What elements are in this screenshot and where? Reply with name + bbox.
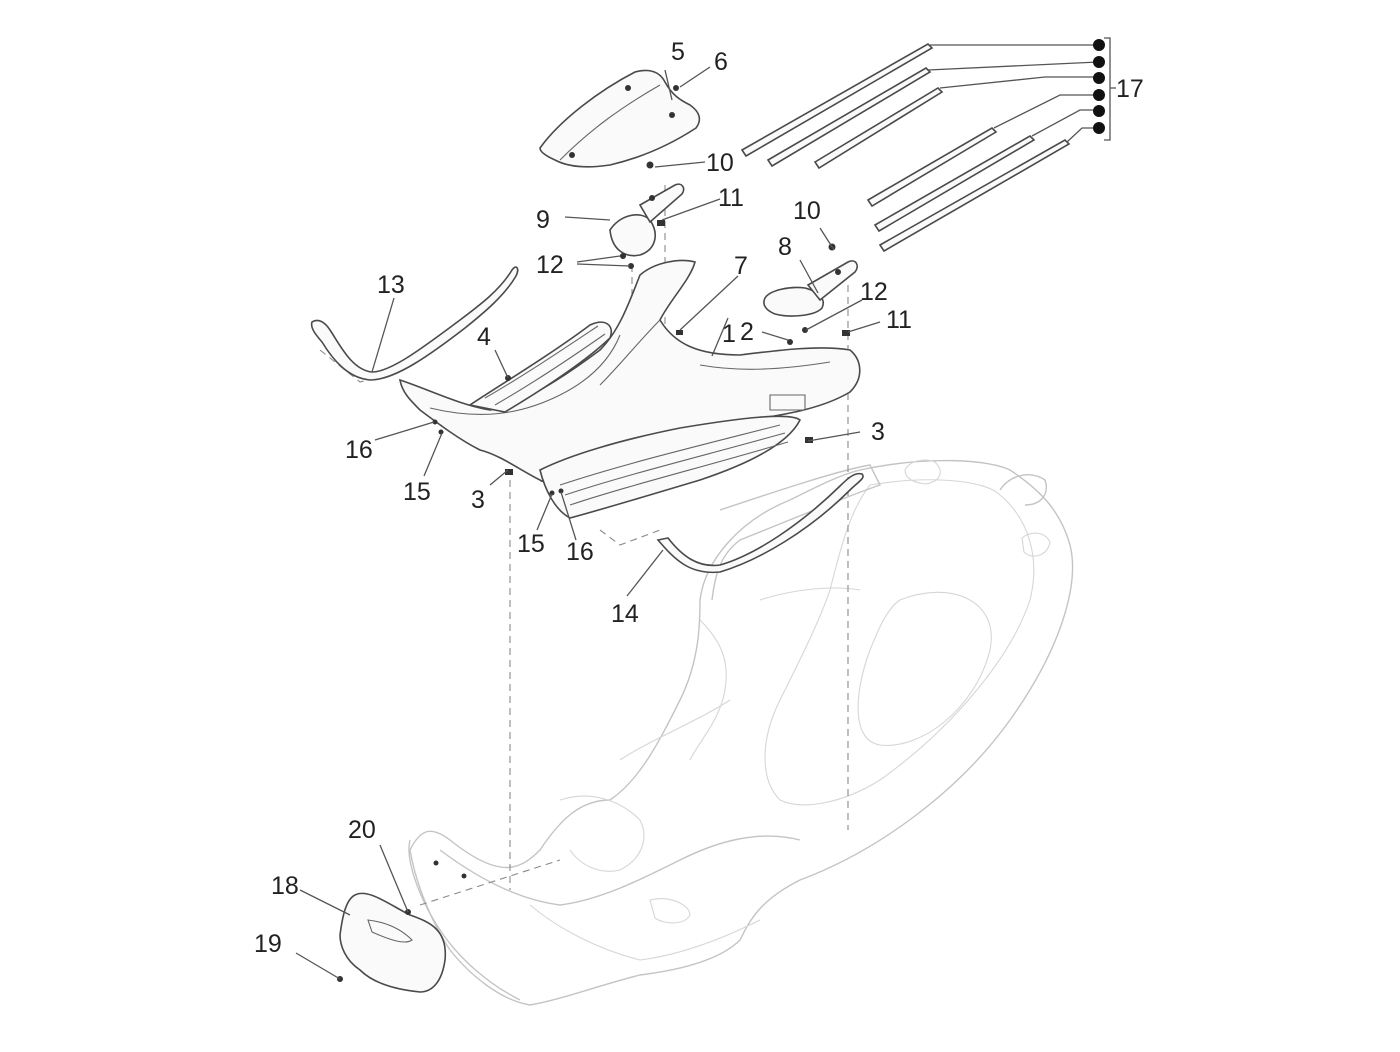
callout-3-left: 3 [471, 486, 485, 514]
rivet-16b [558, 488, 564, 494]
rivet-16a [432, 419, 438, 425]
part-1-floorboard-cover [398, 259, 861, 519]
callout-20: 20 [348, 816, 376, 844]
clip-11b [842, 330, 850, 336]
clip-11a [657, 220, 665, 226]
scooter-body-frame [408, 459, 1074, 1006]
callout-16-right: 16 [566, 538, 594, 566]
clip-7 [676, 330, 683, 335]
clip-3a [505, 469, 513, 475]
screw-10a [646, 161, 654, 169]
callout-7: 7 [734, 252, 748, 280]
callout-12-right: 12 [860, 278, 888, 306]
strip-marker-dot [1093, 105, 1105, 117]
callout-8: 8 [778, 233, 792, 261]
part-13-trim-strip [310, 266, 519, 381]
part-8-bracket [763, 260, 858, 317]
callout-11-right: 11 [886, 306, 912, 334]
callout-17: 17 [1116, 75, 1144, 103]
leader-lines [295, 66, 881, 980]
callout-13: 13 [377, 271, 405, 299]
callout-6: 6 [714, 48, 728, 76]
strip-marker-dot [1093, 122, 1105, 134]
part-14-trim-strip [656, 472, 864, 574]
fasteners [337, 85, 850, 982]
part-5-cover [539, 69, 701, 168]
screw-15b [549, 490, 555, 496]
callout-10-right: 10 [793, 197, 821, 225]
callout-1: 1 [722, 320, 736, 348]
callout-4: 4 [477, 323, 491, 351]
part-9-bracket [609, 183, 685, 257]
strip-marker-dot [1093, 89, 1105, 101]
callout-9: 9 [536, 206, 550, 234]
callout-18: 18 [271, 872, 299, 900]
callout-10-left: 10 [706, 149, 734, 177]
callout-2: 2 [740, 318, 754, 346]
callout-3-right: 3 [871, 418, 885, 446]
callout-15-right: 15 [517, 530, 545, 558]
screw-2 [787, 339, 793, 345]
strip-marker-dot [1093, 72, 1105, 84]
screw-12b [628, 263, 634, 269]
callout-19: 19 [254, 930, 282, 958]
callout-5: 5 [671, 38, 685, 66]
part-17-rubber-strips [740, 37, 1116, 253]
callout-labels: 1 2 3 3 4 5 6 7 8 9 10 10 11 11 12 12 13… [254, 38, 1144, 958]
screw-12c [802, 327, 808, 333]
screw-6 [673, 85, 679, 91]
screw-12a [620, 253, 626, 259]
strip-marker-dot [1093, 56, 1105, 68]
callout-11-left: 11 [718, 184, 744, 212]
part-18-cover-piece [339, 892, 447, 993]
callout-16-left: 16 [345, 436, 373, 464]
clip-3b [805, 437, 813, 443]
callout-12-left: 12 [536, 251, 564, 279]
callout-15-left: 15 [403, 478, 431, 506]
callout-14: 14 [611, 600, 639, 628]
strip-marker-dot [1093, 39, 1105, 51]
